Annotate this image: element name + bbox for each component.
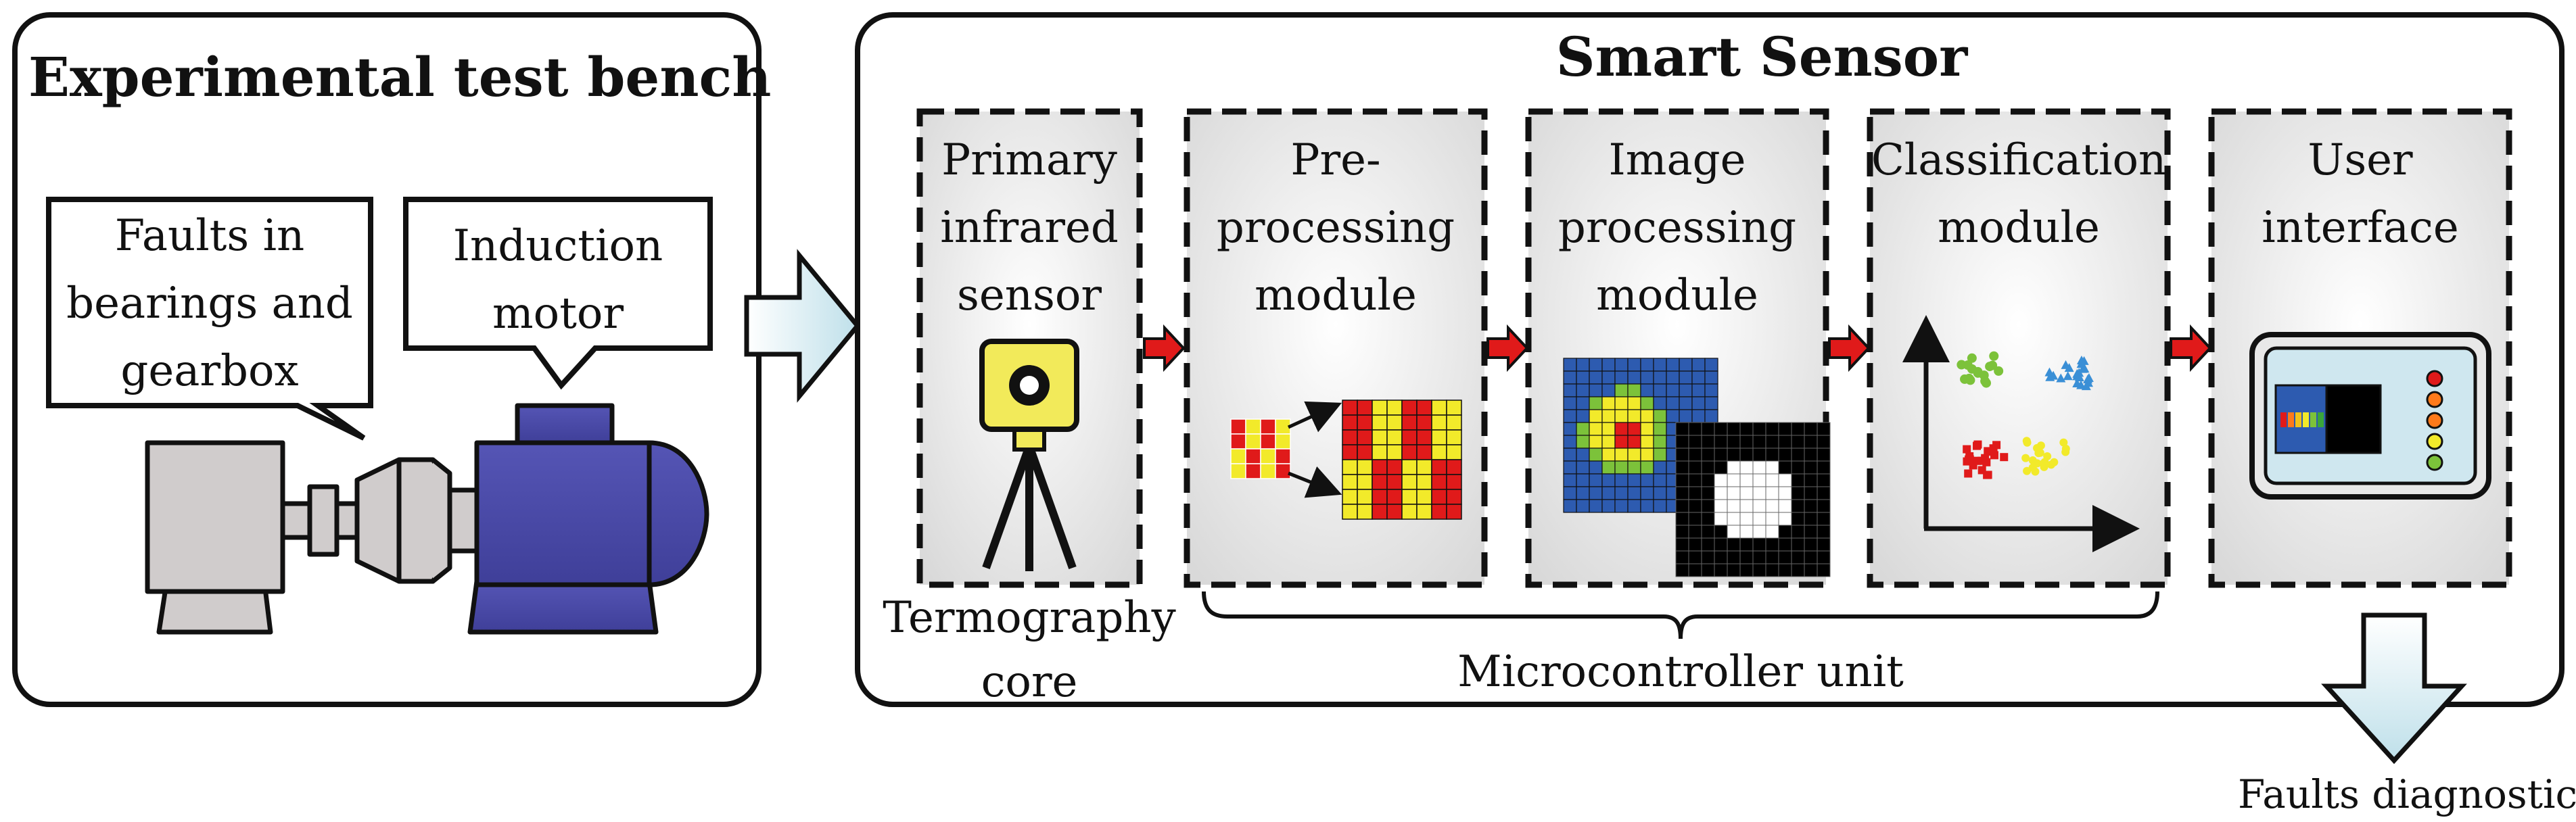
module-primary-sensor-line-2: infrared xyxy=(940,203,1119,253)
experimental-test-bench-panel: Experimental test bench Faults in bearin… xyxy=(12,12,771,707)
module-preprocessing-line-3: module xyxy=(1255,270,1417,320)
test-bench-title: Experimental test bench xyxy=(28,45,771,109)
faults-diagnostic-label: Faults diagnostic xyxy=(2238,771,2576,817)
faults-callout-line-1: Faults in xyxy=(115,211,305,261)
binary-image-grid xyxy=(1675,422,1831,577)
module-classification-line-2: module xyxy=(1938,203,2100,253)
motor-callout-line-1: Induction xyxy=(453,221,663,271)
microcontroller-bracket xyxy=(1202,591,2159,639)
red-flow-arrow-1 xyxy=(1143,324,1186,372)
faults-callout-line-2: bearings and xyxy=(66,279,353,329)
module-classification: Classification module xyxy=(1867,108,2171,588)
module-flow-arrows xyxy=(1143,324,2212,372)
smart-sensor-title: Smart Sensor xyxy=(1556,25,1968,89)
upscale-arrow-top xyxy=(1287,401,1342,433)
module-primary-sensor-line-3: sensor xyxy=(957,270,1102,320)
red-flow-arrow-4 xyxy=(2170,324,2212,372)
module-primary-sensor: Primary infrared sensor xyxy=(916,108,1143,588)
small-pixel-grid xyxy=(1230,418,1291,479)
module-preprocessing: Pre- processing module xyxy=(1184,108,1488,588)
module-image-processing-line-3: module xyxy=(1596,270,1758,320)
module-image-processing-line-2: processing xyxy=(1558,203,1796,253)
motor-callout: Induction motor xyxy=(403,197,713,390)
faults-callout-line-3: gearbox xyxy=(120,346,298,396)
termography-label-line-2: core xyxy=(981,657,1078,707)
red-flow-arrow-3 xyxy=(1828,324,1871,372)
smart-sensor-panel: Smart Sensor Primary infrared sensor Pre… xyxy=(855,12,2565,707)
termography-label-line-1: Termography xyxy=(883,593,1175,643)
module-primary-sensor-line-1: Primary xyxy=(941,135,1117,185)
upscale-arrow-bottom xyxy=(1288,466,1342,498)
input-arrow xyxy=(744,249,861,403)
motor-callout-line-2: motor xyxy=(492,289,624,339)
module-preprocessing-line-1: Pre- xyxy=(1290,135,1380,185)
module-classification-line-1: Classification xyxy=(1871,135,2166,185)
microcontroller-label: Microcontroller unit xyxy=(1457,647,1904,697)
module-image-processing-line-1: Image xyxy=(1609,135,1746,185)
module-user-interface-line-1: User xyxy=(2308,135,2413,185)
red-flow-arrow-2 xyxy=(1486,324,1529,372)
thermal-camera-icon xyxy=(979,339,1079,571)
feature-clusters xyxy=(1957,351,2094,479)
large-pixel-grid xyxy=(1342,400,1462,520)
display-panel-icon xyxy=(2249,332,2491,500)
thermal-image-grid xyxy=(1563,358,1718,513)
module-preprocessing-line-2: processing xyxy=(1217,203,1455,253)
display-bar-indicator xyxy=(2280,412,2324,427)
test-bench-illustration xyxy=(145,403,709,635)
module-user-interface-line-2: interface xyxy=(2262,203,2458,253)
faults-callout: Faults in bearings and gearbox xyxy=(46,197,373,441)
output-arrow xyxy=(2321,612,2467,765)
display-led-indicators xyxy=(2426,370,2443,471)
module-image-processing: Image processing module xyxy=(1525,108,1831,588)
module-user-interface: User interface xyxy=(2208,108,2512,588)
